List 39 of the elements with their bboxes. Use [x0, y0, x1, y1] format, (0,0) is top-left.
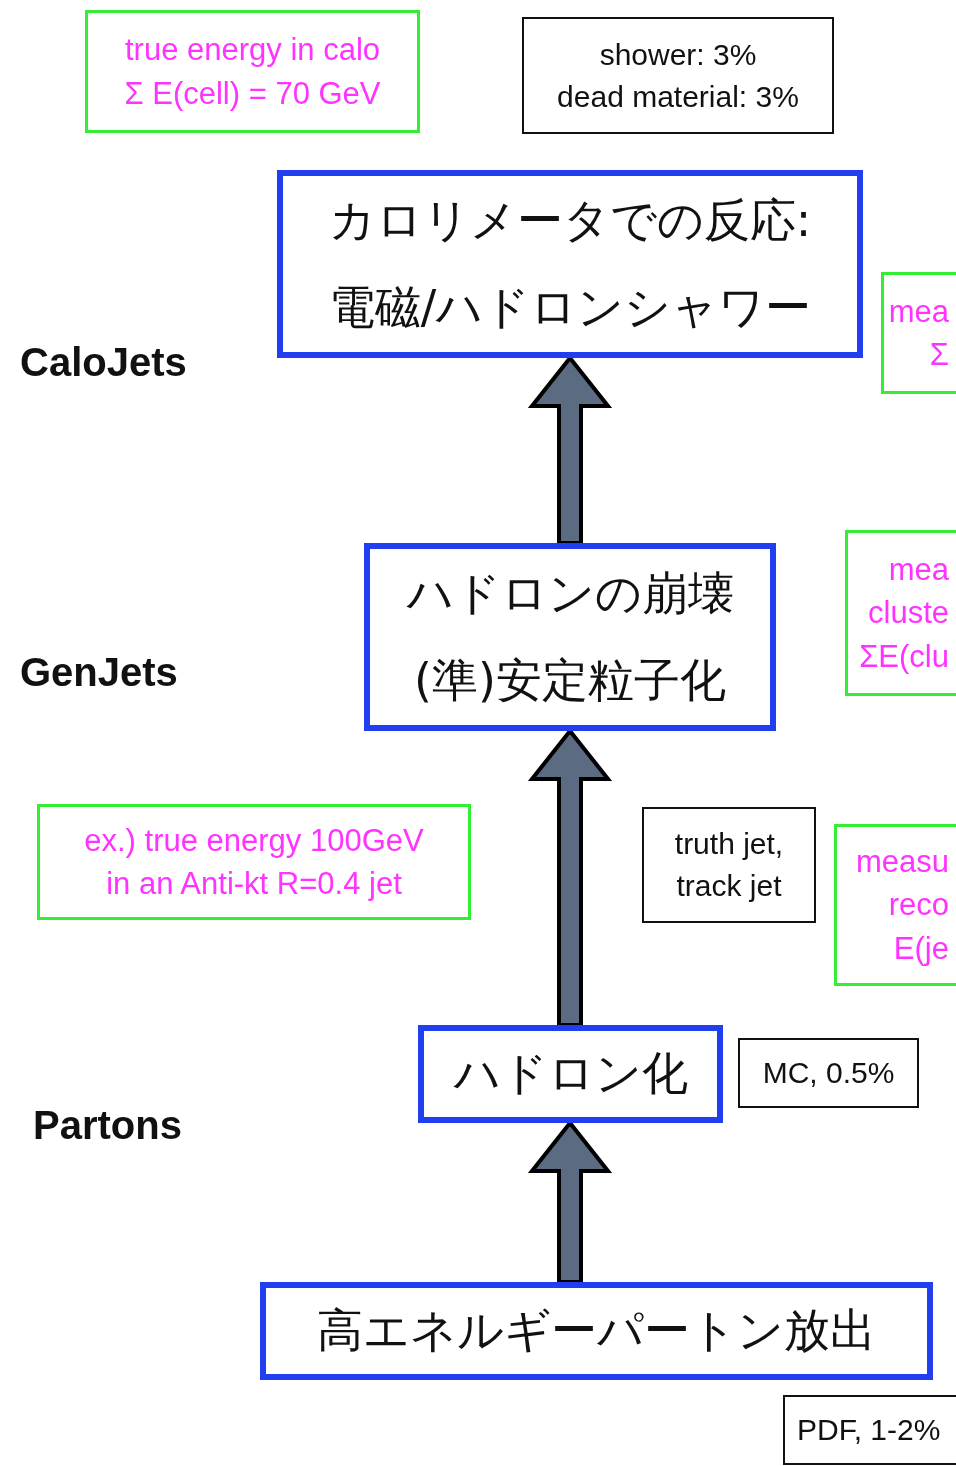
info-box	[738, 1038, 919, 1108]
note-text: E(je	[893, 929, 949, 968]
note-text: mea	[888, 550, 949, 589]
stage-text: 高エネルギーパートン放出	[316, 1302, 877, 1360]
note-text: in an Anti-kt R=0.4 jet	[105, 865, 403, 903]
note-text: shower: 3%	[598, 36, 758, 73]
stage-text: 電磁/ハドロンシャワー	[327, 279, 813, 336]
note-text: dead material: 3%	[556, 78, 800, 115]
note-text: reco	[888, 886, 949, 925]
row-label: Partons	[33, 1103, 182, 1148]
row-label: GenJets	[20, 650, 178, 695]
note-text: ex.) true energy 100GeV	[83, 821, 425, 860]
process-box	[364, 543, 776, 731]
note-box	[37, 804, 471, 920]
note-text: Σ E(cell) = 70 GeV	[123, 74, 382, 113]
note-text: PDF, 1-2%	[797, 1412, 941, 1448]
note-text: measu	[855, 842, 949, 881]
stage-text: ハドロン化	[452, 1045, 689, 1103]
note-text: MC, 0.5%	[761, 1055, 896, 1091]
row-label: CaloJets	[20, 340, 187, 385]
stage-text: カロリメータでの反応:	[327, 191, 813, 249]
note-text: mea	[888, 292, 949, 331]
info-box	[522, 17, 834, 134]
process-box	[277, 170, 863, 358]
note-text: truth jet,	[673, 826, 785, 862]
process-box	[260, 1282, 933, 1380]
note-text: Σ	[929, 336, 949, 374]
note-text: ΣE(clu	[859, 637, 949, 676]
info-box	[642, 807, 816, 923]
note-text: cluste	[868, 594, 949, 633]
stage-text: ハドロンの崩壊	[405, 564, 735, 622]
note-box	[834, 824, 956, 986]
note-text: true energy in calo	[123, 31, 381, 70]
note-box	[85, 10, 420, 133]
process-box	[418, 1025, 723, 1123]
info-box	[783, 1395, 956, 1465]
note-box	[845, 530, 956, 696]
stage-text: (準)安定粒子化	[413, 652, 727, 709]
note-text: track jet	[675, 868, 783, 904]
